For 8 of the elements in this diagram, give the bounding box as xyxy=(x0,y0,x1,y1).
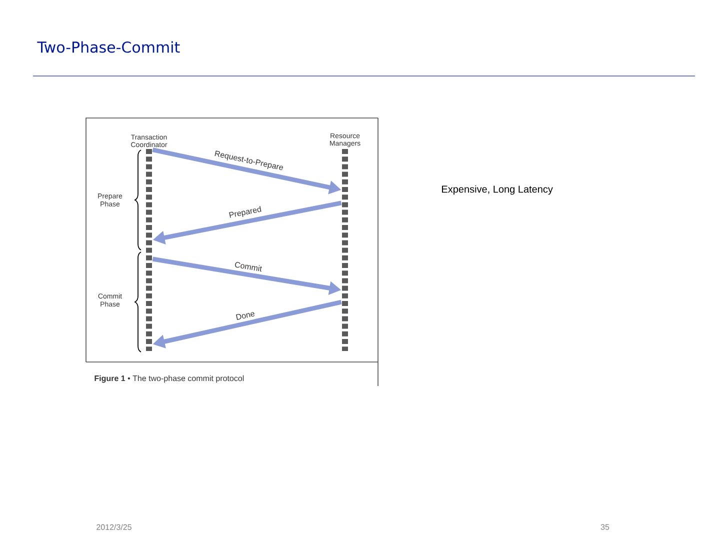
note-text: Expensive, Long Latency xyxy=(442,185,553,195)
edge-label: Commit xyxy=(235,262,262,272)
figure-caption: Figure 1 • The two-phase commit protocol xyxy=(94,375,244,383)
date-text: 2012/3/25 xyxy=(96,524,132,530)
edge-label: Prepared xyxy=(229,206,262,218)
page-number: 35 xyxy=(600,524,610,530)
slide-title: Two-Phase-Commit xyxy=(37,41,180,53)
edge-label: Done xyxy=(236,312,255,320)
